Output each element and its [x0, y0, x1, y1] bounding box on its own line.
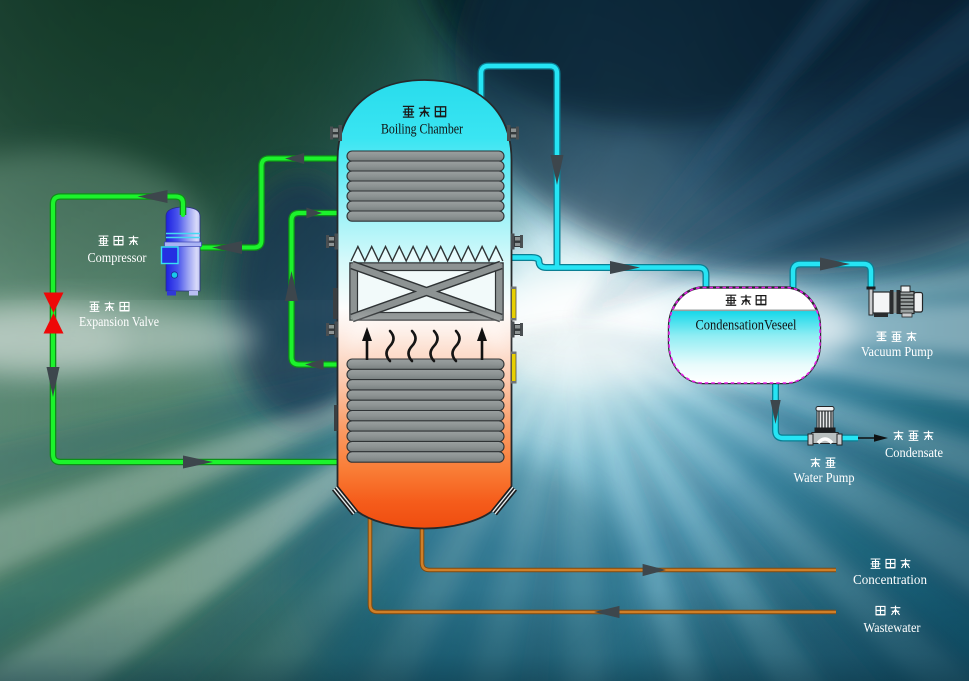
svg-text:Wastewater: Wastewater [864, 621, 921, 636]
svg-text:CondensationVeseel: CondensationVeseel [696, 318, 797, 334]
svg-text:Water Pump: Water Pump [794, 471, 855, 486]
svg-text:Vacuum Pump: Vacuum Pump [861, 345, 933, 360]
svg-text:Compressor: Compressor [88, 251, 147, 266]
svg-text:Condensate: Condensate [885, 446, 943, 461]
svg-text:Boiling Chamber: Boiling Chamber [381, 122, 463, 138]
svg-text:Expansion Valve: Expansion Valve [79, 315, 159, 330]
svg-text:Concentration: Concentration [853, 573, 927, 588]
